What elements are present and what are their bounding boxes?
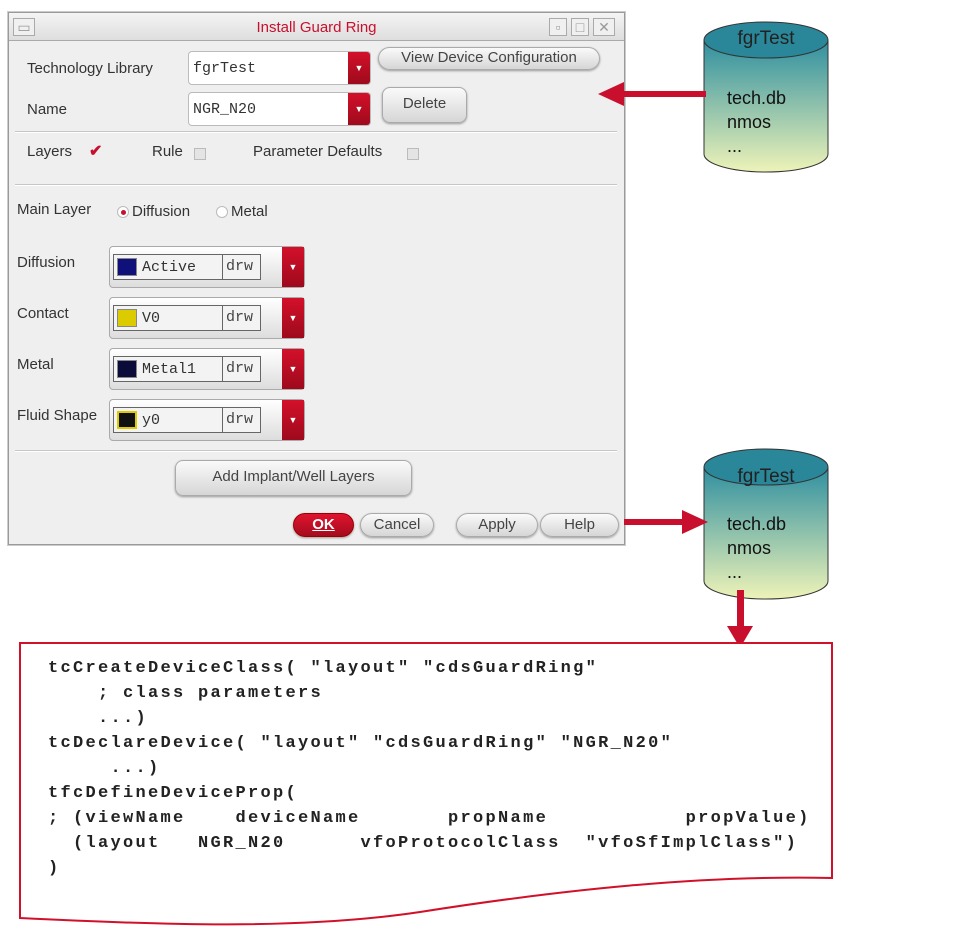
arrow-down-shaft [737, 590, 744, 630]
main-layer-label: Main Layer [17, 201, 92, 218]
close-button[interactable]: ✕ [593, 18, 615, 36]
chevron-down-icon: ▼ [282, 400, 304, 440]
arrow-down-head [727, 626, 753, 648]
arrow-left-head [598, 82, 624, 106]
arrow-right-shaft [624, 519, 684, 525]
layer-purpose: drw [222, 255, 262, 279]
layer-select[interactable]: Active drw ▼ [109, 246, 305, 288]
divider [15, 184, 617, 186]
layer-name: y0 [142, 412, 161, 429]
layer-purpose: drw [222, 408, 262, 432]
tech-library-label: Technology Library [27, 60, 153, 77]
cancel-label: Cancel [373, 516, 421, 533]
layer-field: V0 drw [113, 305, 261, 331]
delete-button[interactable]: Delete [382, 87, 467, 123]
layer-purpose: drw [222, 306, 262, 330]
name-value: NGR_N20 [193, 101, 257, 118]
layer-color-swatch [117, 258, 137, 276]
layer-field: Metal1 drw [113, 356, 261, 382]
code-block: tcCreateDeviceClass( "layout" "cdsGuardR… [48, 659, 811, 878]
cancel-button[interactable]: Cancel [360, 513, 434, 537]
title-bar[interactable]: ▭ Install Guard Ring ▫ □ ✕ [9, 13, 624, 41]
apply-button[interactable]: Apply [456, 513, 538, 537]
db-top-title: fgrTest [737, 28, 795, 49]
tech-library-value: fgrTest [193, 60, 257, 77]
db-bottom-items: tech.db nmos ... [727, 512, 786, 584]
parameter-defaults-checkbox[interactable] [407, 148, 419, 160]
divider [15, 450, 617, 452]
diffusion-radio[interactable] [117, 206, 129, 218]
apply-label: Apply [478, 516, 516, 533]
layer-select[interactable]: y0 drw ▼ [109, 399, 305, 441]
db-item: ... [727, 136, 743, 156]
diffusion-radio-label[interactable]: Diffusion [132, 203, 191, 220]
layer-name: Active [142, 259, 197, 276]
ok-button[interactable]: OK [293, 513, 354, 537]
layer-color-swatch [117, 411, 137, 429]
layer-color-swatch [117, 309, 137, 327]
name-label: Name [27, 101, 68, 118]
help-label: Help [564, 516, 595, 533]
metal-radio[interactable] [216, 206, 228, 218]
database-cylinder-bottom [703, 448, 829, 600]
database-cylinder-top [703, 21, 829, 173]
db-top-items: tech.db nmos ... [727, 86, 786, 158]
layer-name: V0 [142, 310, 161, 327]
db-item: ... [727, 562, 743, 582]
db-item: tech.db [727, 514, 787, 534]
minimize-button[interactable]: ▫ [549, 18, 567, 36]
rule-checkbox[interactable] [194, 148, 206, 160]
layer-label: Diffusion [17, 254, 76, 271]
dialog-title: Install Guard Ring [256, 19, 377, 36]
chevron-down-icon: ▼ [348, 93, 370, 125]
layer-field: y0 drw [113, 407, 261, 433]
ok-label: OK [312, 516, 335, 533]
db-item: nmos [727, 112, 772, 132]
chevron-down-icon: ▼ [282, 349, 304, 389]
db-item: nmos [727, 538, 772, 558]
chevron-down-icon: ▼ [348, 52, 370, 84]
divider [15, 131, 617, 133]
metal-radio-label[interactable]: Metal [231, 203, 268, 220]
db-item: tech.db [727, 88, 787, 108]
layer-label: Contact [17, 305, 69, 322]
layer-name: Metal1 [142, 361, 197, 378]
help-button[interactable]: Help [540, 513, 619, 537]
add-implant-well-layers-button[interactable]: Add Implant/Well Layers [175, 460, 412, 496]
view-device-configuration-button[interactable]: View Device Configuration [378, 47, 600, 70]
tab-rule[interactable]: Rule [152, 143, 183, 160]
layer-label: Fluid Shape [17, 407, 98, 424]
window-menu-button[interactable]: ▭ [13, 18, 35, 36]
db-bottom-title: fgrTest [737, 466, 795, 487]
tech-library-select[interactable]: fgrTest ▼ [188, 51, 371, 85]
tab-parameter-defaults[interactable]: Parameter Defaults [253, 143, 383, 160]
layer-select[interactable]: Metal1 drw ▼ [109, 348, 305, 390]
tab-layers[interactable]: Layers [27, 143, 73, 160]
install-guard-ring-dialog: ▭ Install Guard Ring ▫ □ ✕ Technology Li… [8, 12, 625, 545]
chevron-down-icon: ▼ [282, 298, 304, 338]
layer-purpose: drw [222, 357, 262, 381]
code-frame [19, 642, 833, 926]
layer-color-swatch [117, 360, 137, 378]
arrow-right-head [682, 510, 708, 534]
name-select[interactable]: NGR_N20 ▼ [188, 92, 371, 126]
maximize-button[interactable]: □ [571, 18, 589, 36]
layers-checkbox[interactable]: ✔ [89, 143, 103, 160]
layer-field: Active drw [113, 254, 261, 280]
chevron-down-icon: ▼ [282, 247, 304, 287]
layer-select[interactable]: V0 drw ▼ [109, 297, 305, 339]
layer-label: Metal [17, 356, 54, 373]
arrow-left-shaft [620, 91, 706, 97]
